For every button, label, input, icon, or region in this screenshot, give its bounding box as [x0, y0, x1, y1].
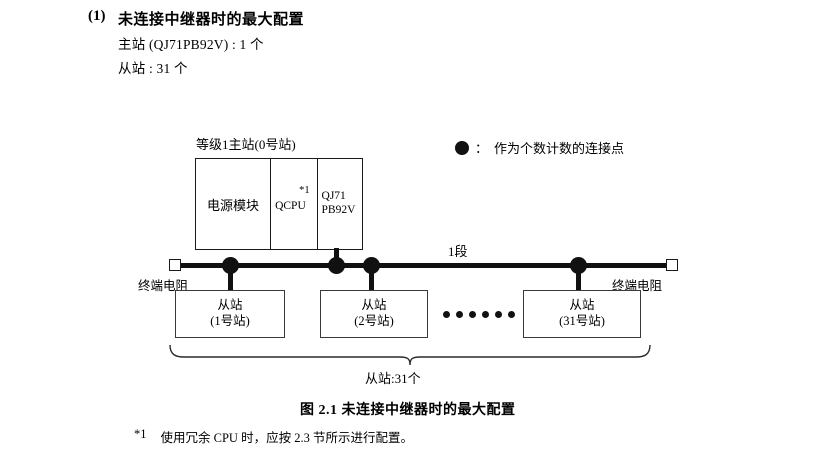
- power-supply-module: 电源模块: [196, 159, 272, 249]
- spec-master-station: 主站 (QJ71PB92V) : 1 个: [118, 37, 264, 52]
- ellipsis-dot: [508, 311, 515, 318]
- power-supply-module-label: 电源模块: [207, 197, 260, 213]
- slave-box-2-station: (2号站): [354, 314, 394, 328]
- connection-node-slave2: [363, 257, 380, 274]
- connection-node-slave1: [222, 257, 239, 274]
- cpu-module: *1 QCPU: [271, 159, 318, 249]
- page-title: 未连接中继器时的最大配置: [118, 12, 305, 28]
- module-label-line2: PB92V: [321, 204, 356, 216]
- spec-slave-station: 从站 : 31 个: [118, 61, 188, 76]
- ellipsis-dot: [495, 311, 502, 318]
- terminal-resistor-right-icon: [666, 259, 678, 271]
- terminal-resistor-right-label: 终端电阻: [612, 279, 663, 293]
- legend-label: 作为个数计数的连接点: [494, 141, 625, 156]
- master-station-caption: 等级1主站(0号站): [196, 137, 296, 152]
- cpu-footnote-marker: *1: [299, 185, 310, 196]
- segment-label: 1段: [448, 244, 468, 259]
- connection-node-master: [328, 257, 345, 274]
- master-station-rack: 电源模块 *1 QCPU QJ71 PB92V: [195, 158, 363, 250]
- slave-box-31-station: (31号站): [559, 314, 605, 328]
- slave-box-1-name: 从站: [217, 298, 243, 313]
- slave-station-box-31: 从站 (31号站): [523, 290, 641, 338]
- trunk-bus-line: [178, 263, 673, 268]
- slave-box-2-name: 从站: [361, 298, 387, 313]
- ellipsis-dot: [443, 311, 450, 318]
- slave31-drop-line: [576, 266, 581, 290]
- heading-number: (1): [88, 8, 106, 24]
- profibus-master-module: QJ71 PB92V: [318, 159, 363, 249]
- slave-box-1-station: (1号站): [210, 314, 250, 328]
- slave2-drop-line: [369, 266, 374, 290]
- slave-count-brace: [169, 344, 651, 366]
- ellipsis-dots-icon: [443, 311, 515, 318]
- ellipsis-dot: [469, 311, 476, 318]
- slave-station-box-2: 从站 (2号站): [320, 290, 428, 338]
- cpu-module-label: QCPU: [275, 200, 306, 212]
- profibus-master-module-label: QJ71 PB92V: [322, 190, 356, 217]
- ellipsis-dot: [482, 311, 489, 318]
- terminal-resistor-left-icon: [169, 259, 181, 271]
- slave-box-31-name: 从站: [569, 298, 595, 313]
- filled-circle-icon: [455, 140, 469, 155]
- legend-colon: ：: [475, 141, 489, 156]
- ellipsis-dot: [456, 311, 463, 318]
- footnote-text: 使用冗余 CPU 时，应按 2.3 节所示进行配置。: [160, 431, 413, 445]
- slave-count-label: 从站:31个: [365, 371, 421, 386]
- terminal-resistor-left-label: 终端电阻: [138, 279, 189, 293]
- footnote: *1 使用冗余 CPU 时，应按 2.3 节所示进行配置。: [134, 427, 413, 446]
- connection-node-slave31: [570, 257, 587, 274]
- module-label-line1: QJ71: [321, 190, 346, 203]
- legend: ： 作为个数计数的连接点: [455, 138, 624, 157]
- figure-caption: 图 2.1 未连接中继器时的最大配置: [300, 403, 516, 418]
- slave1-drop-line: [228, 266, 233, 290]
- slave-station-box-1: 从站 (1号站): [175, 290, 285, 338]
- footnote-marker: *1: [134, 427, 147, 441]
